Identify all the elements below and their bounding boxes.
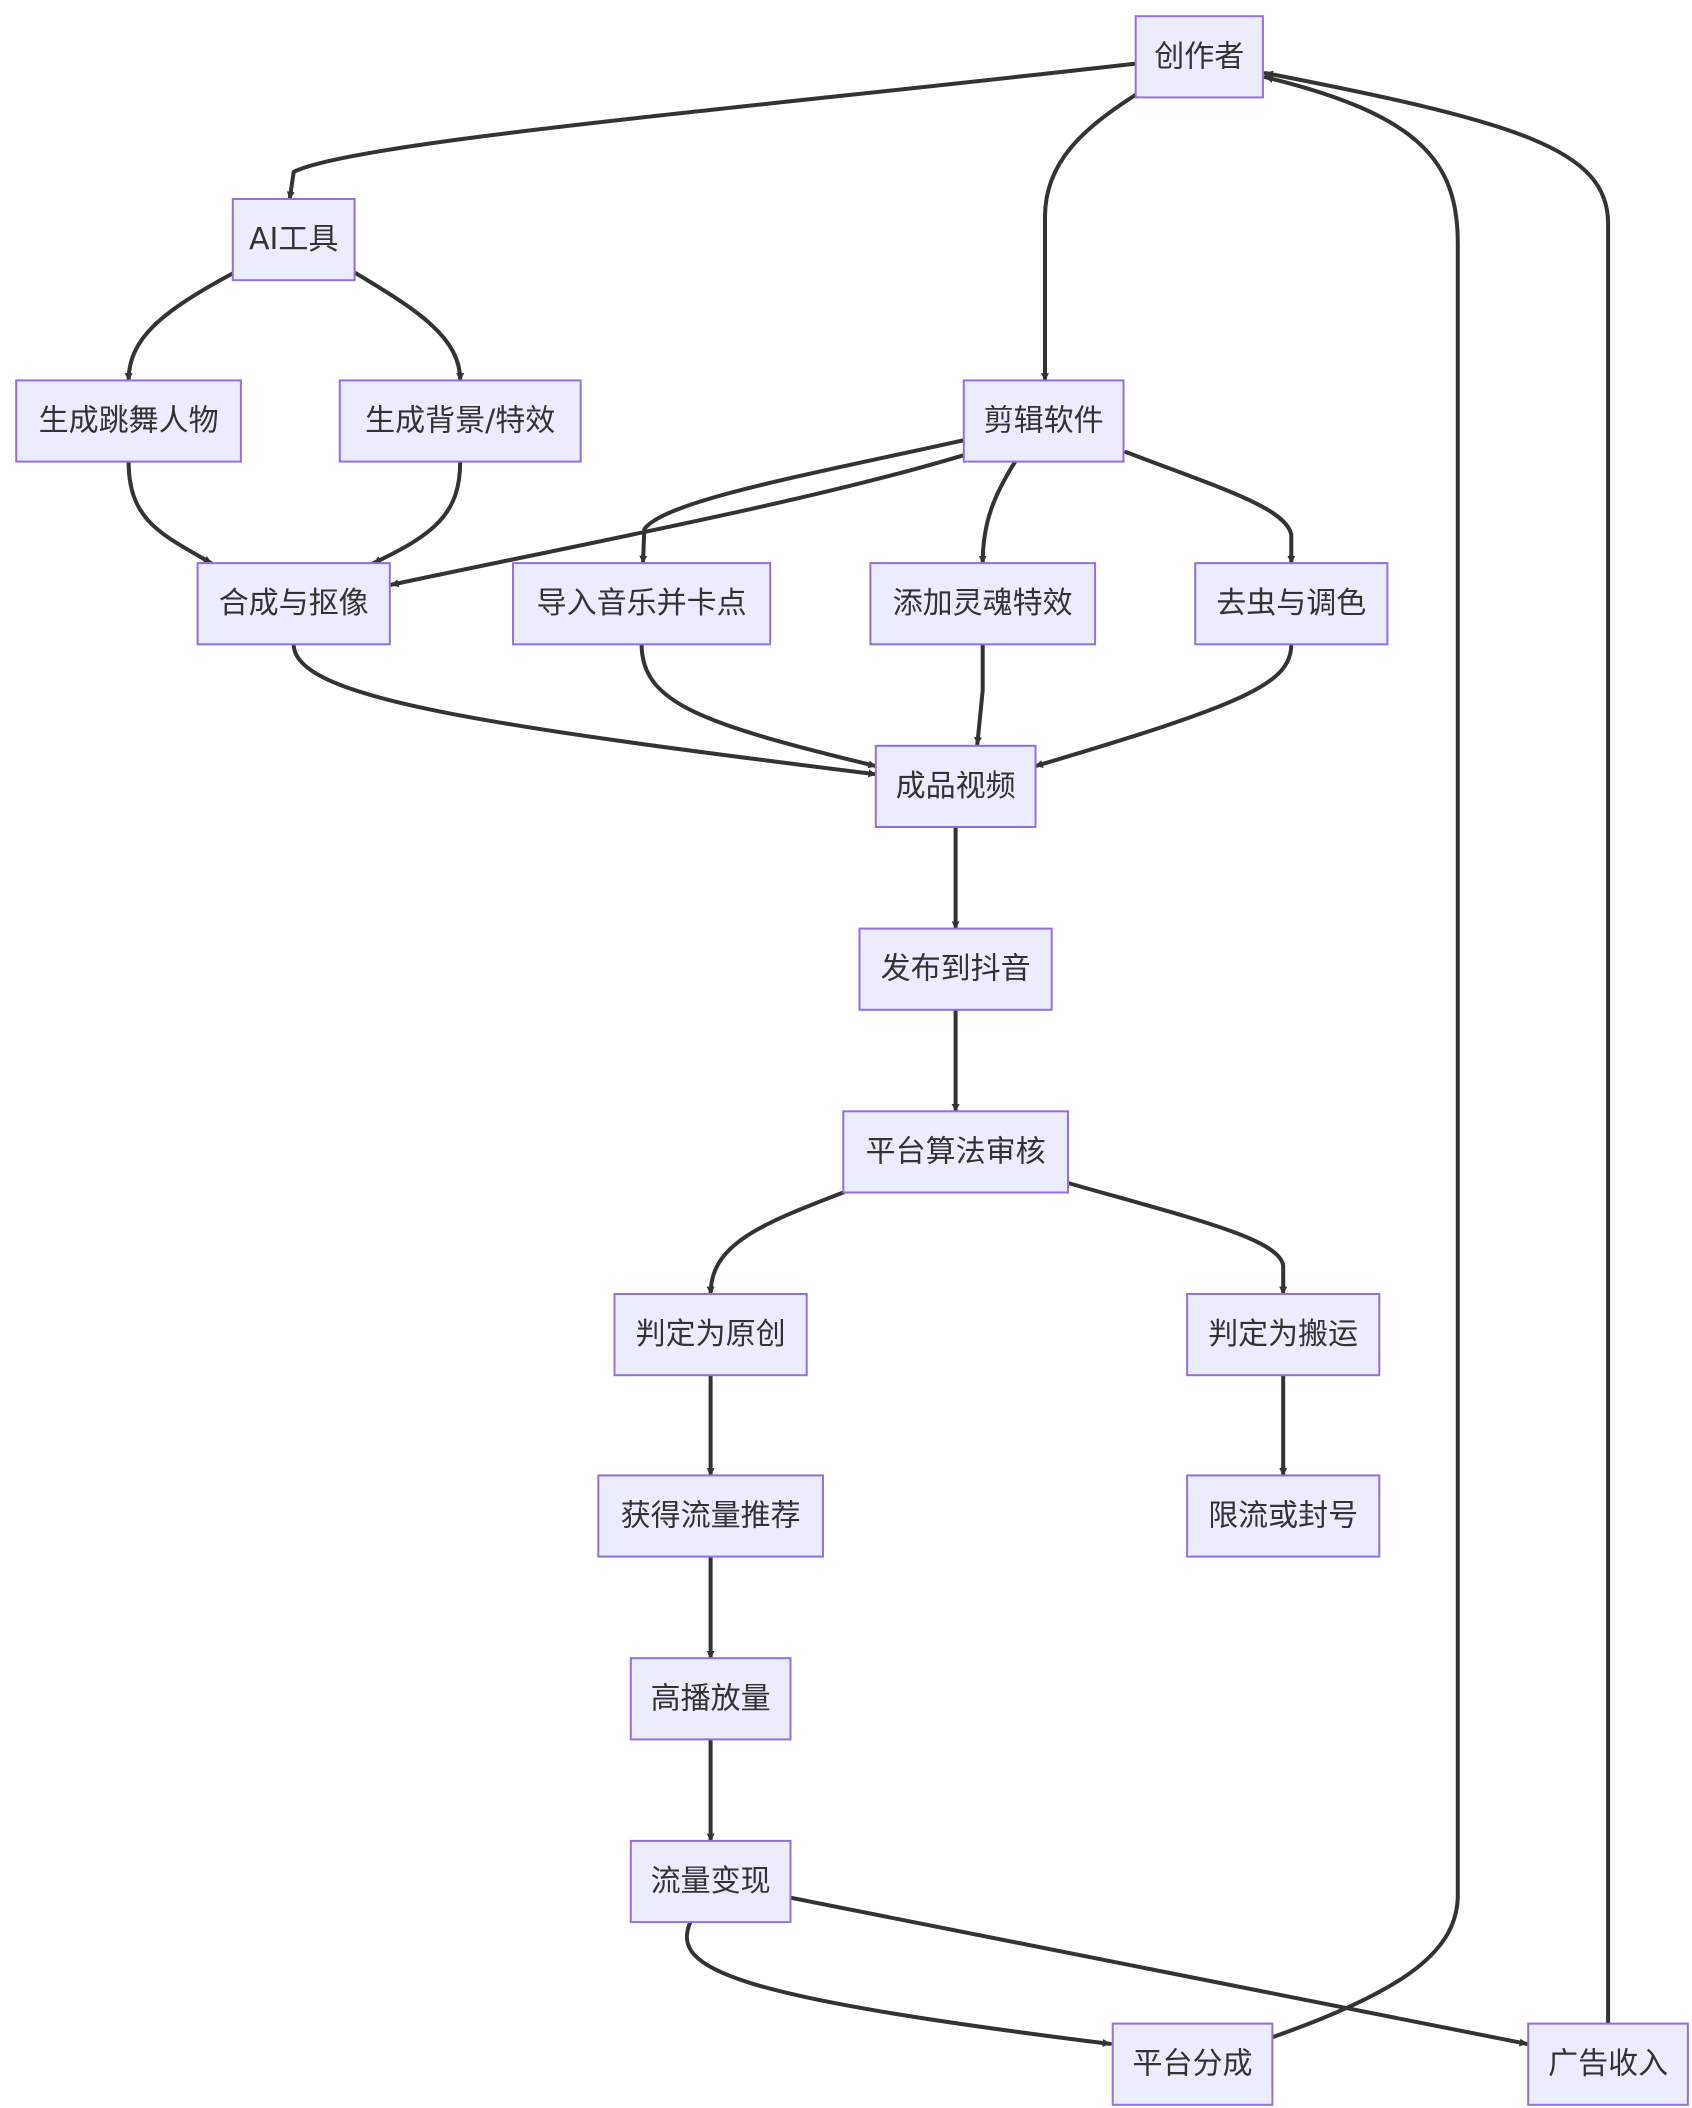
node-label: 平台算法审核 [866,1134,1046,1169]
node-box [1186,1293,1381,1377]
edge-review-to-copied [1066,1181,1288,1296]
edge-revenue-share-to-creator [1263,75,1460,2040]
node-box [858,927,1053,1011]
node-label: 导入音乐并卡点 [537,586,747,621]
node-creator: 创作者 [1134,15,1264,99]
node-label: 去虫与调色 [1216,586,1366,621]
node-composite: 合成与抠像 [196,562,391,646]
node-box [1186,1474,1381,1558]
node-monetize: 流量变现 [629,1839,792,1924]
node-copied: 判定为搬运 [1186,1293,1381,1377]
node-soul-fx: 添加灵魂特效 [869,562,1097,646]
node-label: 获得流量推荐 [621,1499,801,1534]
node-box [338,379,582,463]
node-label: 创作者 [1154,39,1244,74]
node-debug-color: 去虫与调色 [1194,562,1389,646]
node-gen-bg: 生成背景/特效 [338,379,582,463]
node-label: 判定为原创 [636,1317,786,1352]
node-label: 生成背景/特效 [365,404,555,439]
node-label: 添加灵魂特效 [893,586,1073,621]
node-label: 合成与抠像 [219,586,369,621]
node-box [1134,15,1264,99]
node-box [613,1293,808,1377]
node-label: 生成跳舞人物 [39,404,219,439]
edge-gen-bg-to-composite [371,459,463,566]
edge-monetize-to-ad-income [788,1895,1529,2047]
node-original: 判定为原创 [613,1293,808,1377]
node-box [629,1839,792,1924]
node-box [196,562,391,646]
node-box [869,562,1097,646]
node-music: 导入音乐并卡点 [512,562,772,646]
node-ad-income: 广告收入 [1527,2022,1689,2106]
edge-review-to-original [706,1190,846,1296]
node-limit: 限流或封号 [1186,1474,1381,1558]
node-box [962,379,1125,463]
node-gen-dancer: 生成跳舞人物 [15,379,242,463]
node-box [1111,2022,1274,2106]
node-high-views: 高播放量 [629,1657,792,1741]
node-label: 限流或封号 [1208,1499,1358,1534]
node-box [1527,2022,1689,2106]
node-label: 广告收入 [1548,2047,1668,2082]
edge-gen-dancer-to-composite [126,459,214,566]
node-box [597,1474,824,1558]
node-revenue-share: 平台分成 [1111,2022,1274,2106]
node-box [512,562,772,646]
node-label: 判定为搬运 [1208,1317,1358,1352]
edge-editor-to-composite [389,452,968,588]
node-box [874,744,1037,828]
node-box [629,1657,792,1741]
node-label: 高播放量 [651,1681,771,1716]
node-traffic: 获得流量推荐 [597,1474,824,1558]
node-final-video: 成品视频 [874,744,1037,828]
edge-monetize-to-revenue-share [685,1920,1112,2047]
edge-soul-fx-to-final-video [974,642,985,747]
node-editor: 剪辑软件 [962,379,1125,463]
edge-composite-to-final-video [291,642,878,778]
node-publish: 发布到抖音 [858,927,1053,1011]
node-box [1194,562,1389,646]
node-box [231,198,356,282]
node-label: 成品视频 [896,769,1016,804]
edge-ai-tool-to-gen-bg [354,271,465,383]
node-label: 剪辑软件 [984,404,1104,439]
node-label: 发布到抖音 [881,952,1031,987]
edge-editor-to-soul-fx [978,459,1018,566]
node-label: AI工具 [249,222,338,257]
node-box [842,1110,1069,1194]
edges-layer [124,61,1611,2047]
node-label: 流量变现 [651,1864,771,1899]
node-box [15,379,242,463]
edge-editor-to-debug-color [1124,450,1296,566]
edge-editor-to-music [639,437,968,566]
node-review: 平台算法审核 [842,1110,1069,1194]
edge-ai-tool-to-gen-dancer [124,271,235,383]
node-ai-tool: AI工具 [231,198,356,282]
edge-music-to-final-video [639,642,878,769]
edge-creator-to-editor [1041,92,1138,383]
edge-debug-color-to-final-video [1033,642,1294,769]
edge-ad-income-to-creator [1263,70,1611,2026]
edge-creator-to-ai-tool [286,61,1138,201]
node-label: 平台分成 [1133,2047,1253,2082]
